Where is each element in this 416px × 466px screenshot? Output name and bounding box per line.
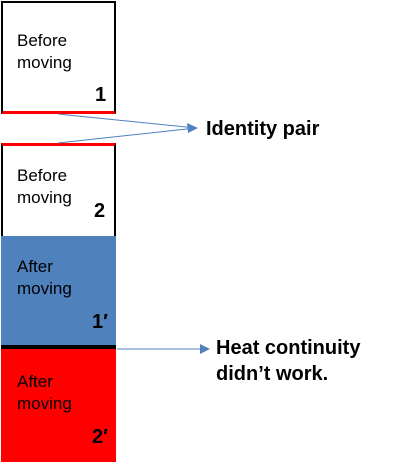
box-after-moving-2-prime [1, 349, 116, 462]
heat-arrowhead [200, 344, 210, 354]
box-1p-number: 1′ [92, 311, 108, 333]
box-2p-number: 2′ [92, 426, 108, 448]
identity-arrow-upper [57, 113, 197, 129]
box-2p-label-line1: After [17, 372, 53, 391]
boundary-line [1, 345, 116, 349]
identity-arrowhead [187, 123, 198, 133]
box-2-number: 2 [94, 200, 106, 222]
callout-heat-line1: Heat continuity [216, 337, 361, 359]
box-before-moving-1 [1, 1, 116, 114]
box-1p-label-line2: moving [17, 279, 72, 298]
box-1-label-line2: moving [17, 53, 72, 72]
box-before-moving-2 [1, 143, 116, 236]
box-2p-label-line2: moving [17, 394, 72, 413]
box-1p-label-line1: After [17, 257, 53, 276]
callout-identity-pair: Identity pair [206, 118, 320, 140]
box-1-number: 1 [95, 84, 107, 106]
box-2-label-line2: moving [17, 188, 72, 207]
identity-arrow-lower [57, 127, 197, 144]
box-1-label-line1: Before [17, 31, 68, 50]
box-after-moving-1-prime [1, 236, 116, 347]
callout-heat-line2: didn’t work. [216, 363, 329, 385]
box-2-label-line1: Before [17, 166, 68, 185]
